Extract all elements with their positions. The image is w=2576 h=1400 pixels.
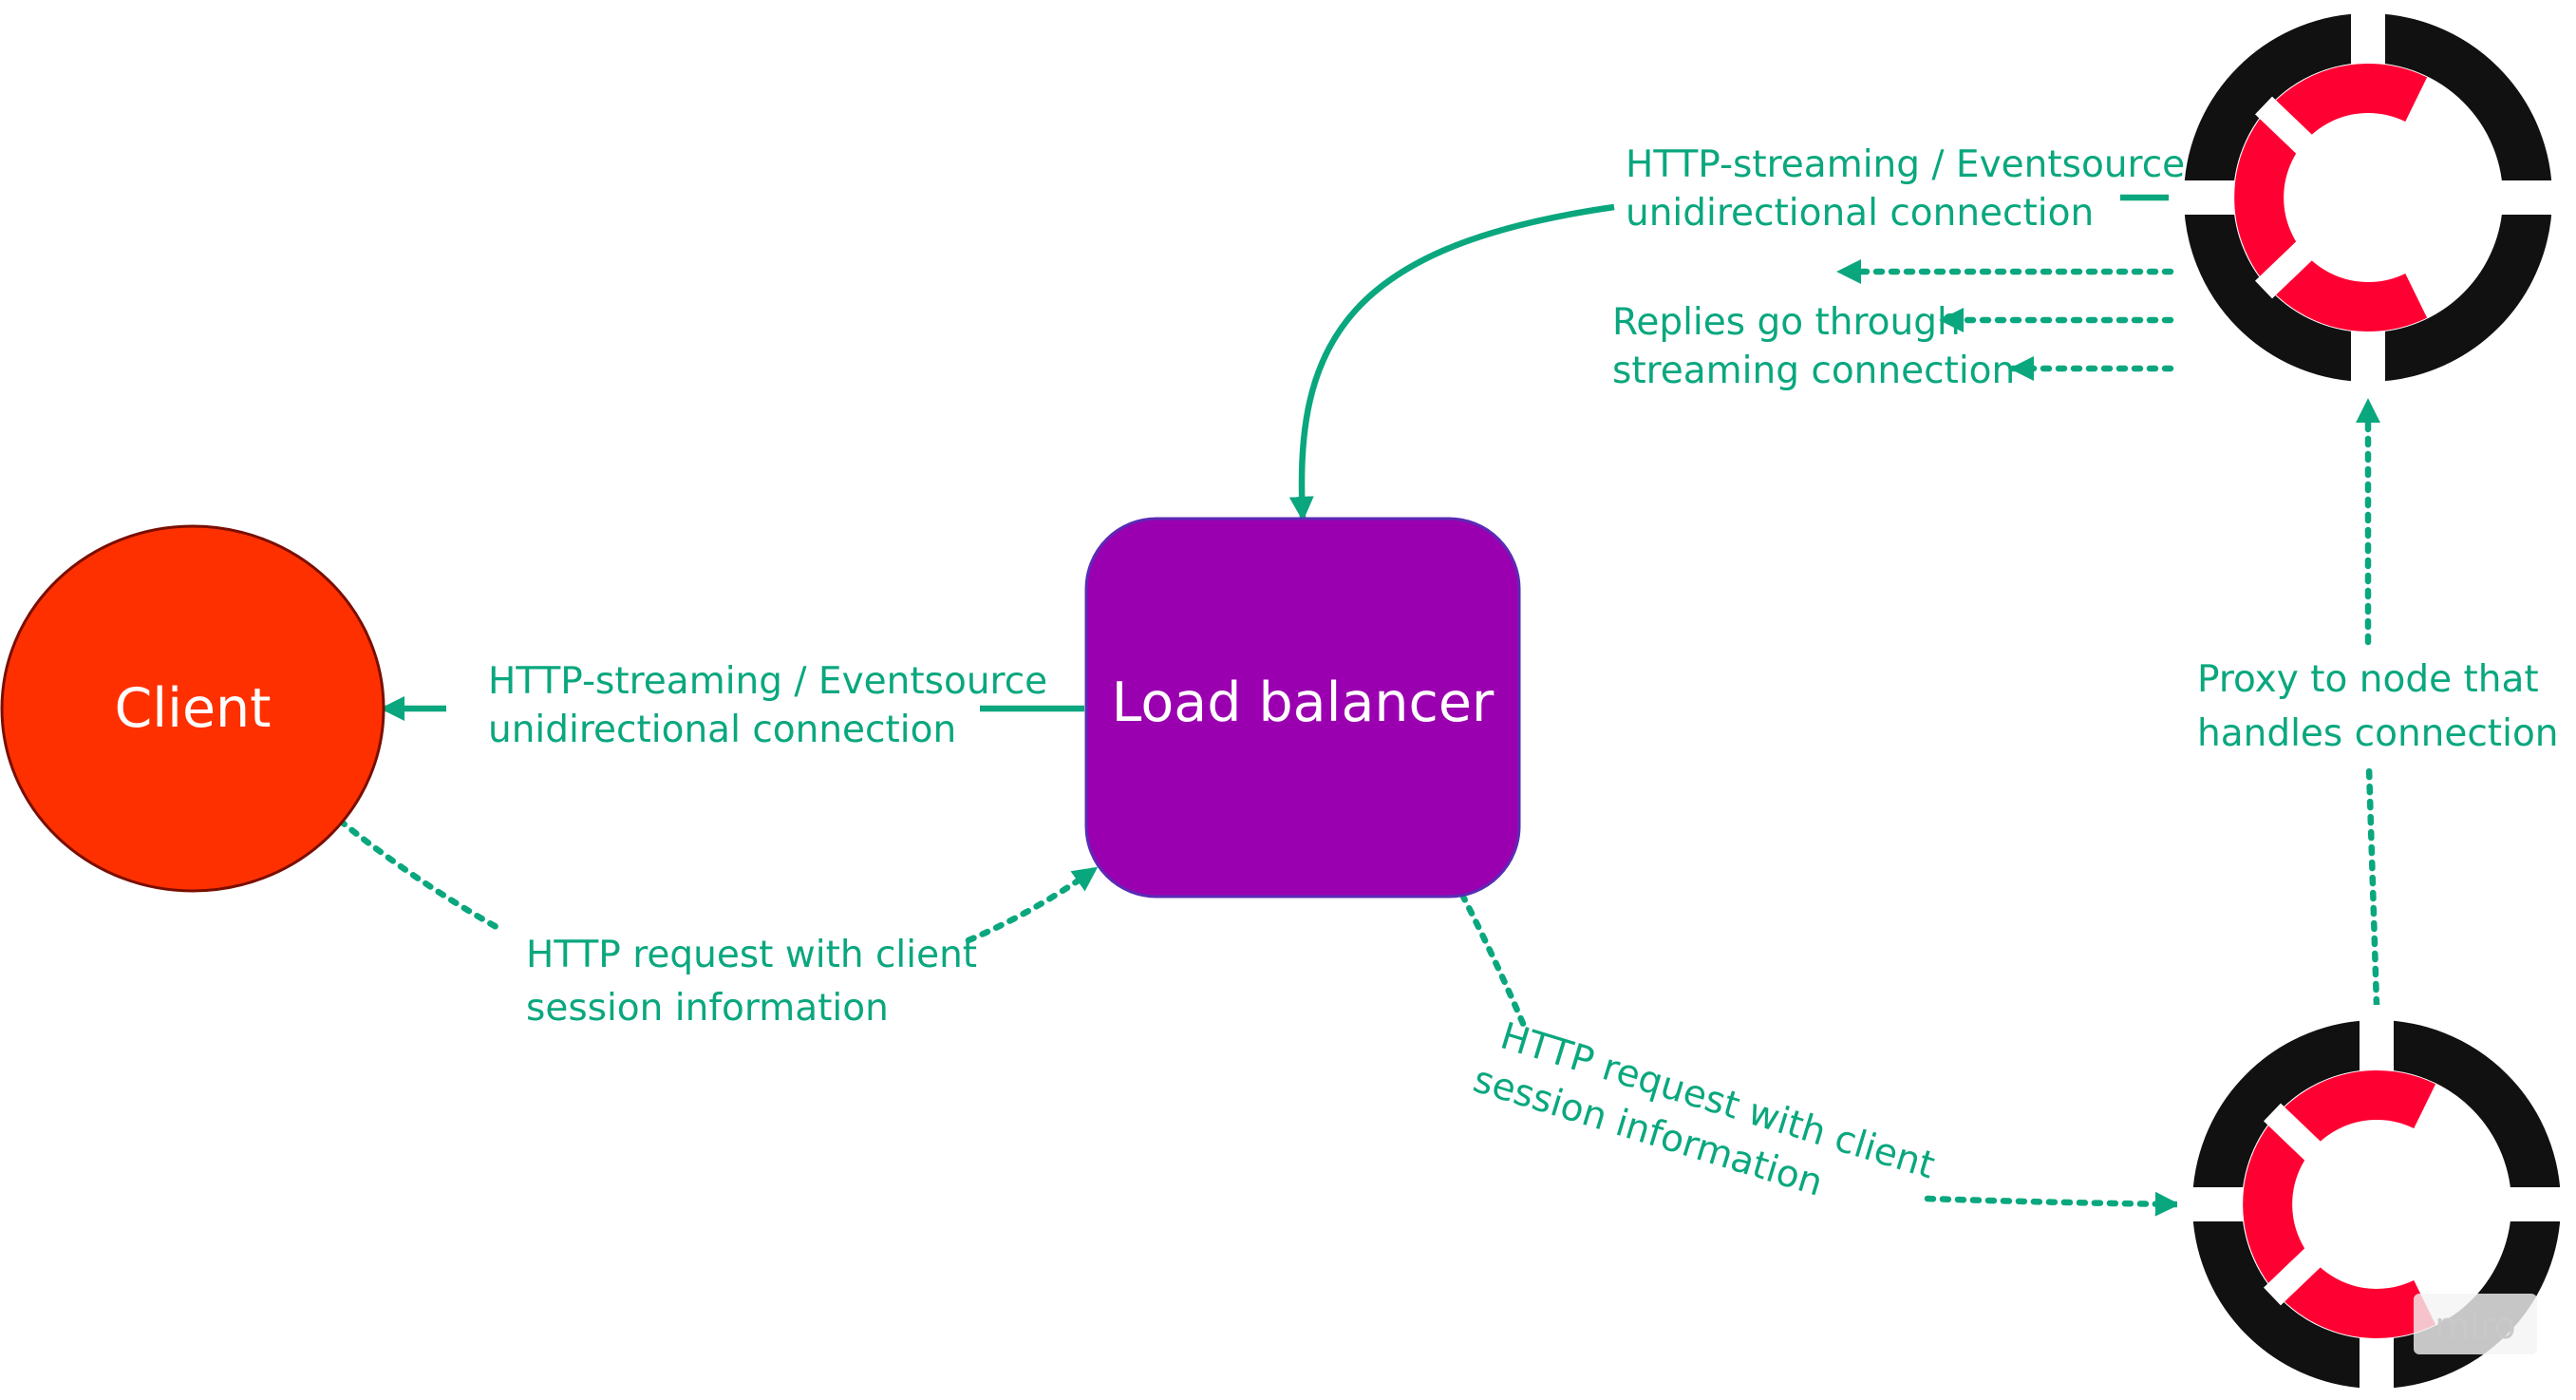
replies-label: Replies go through streaming connection [1612, 301, 2015, 392]
label-line: HTTP request with client [526, 934, 977, 976]
lb-to-bottom-node-arrow [1924, 1191, 2180, 1217]
label-line: unidirectional connection [1626, 192, 2094, 235]
label-line: session information [526, 987, 889, 1030]
client-circle [0, 524, 385, 893]
label-line: Replies go through [1612, 301, 1961, 344]
label-line: streaming connection [1612, 350, 2015, 392]
client-node: Client [0, 524, 385, 893]
crossbar-logo-icon [2169, 0, 2567, 397]
load-balancer-box [1084, 517, 1521, 899]
top-node-to-lb-arrow [1288, 203, 1615, 521]
client-label: Client [114, 677, 271, 740]
lb-to-client-label: HTTP-streaming / Eventsource unidirectio… [488, 660, 1060, 751]
label-line: Proxy to node that [2197, 658, 2539, 701]
load-balancer-label: Load balancer [1112, 672, 1495, 734]
lb-to-bottom-node-dotted-top [1458, 891, 1528, 1030]
proxy-label: Proxy to node that handles connection [2197, 658, 2559, 755]
miro-watermark: miro [2435, 1305, 2516, 1347]
label-line: unidirectional connection [488, 709, 956, 751]
lb-to-bottom-node-label: HTTP request with client session informa… [1468, 1011, 1950, 1238]
client-to-lb-dotted-left [336, 817, 507, 935]
proxy-connector-lower [2365, 764, 2380, 1009]
svg-text:HTTP request with client: HTTP request with client session informa… [1468, 1011, 1950, 1238]
label-line: HTTP-streaming / Eventsource [488, 660, 1047, 703]
client-to-lb-label: HTTP request with client session informa… [526, 934, 989, 1030]
label-line: HTTP-streaming / Eventsource [1626, 143, 2185, 186]
client-to-lb-arrow [965, 865, 1099, 944]
watermark-background [2414, 1294, 2537, 1354]
load-balancer-node: Load balancer [1084, 517, 1521, 899]
top-node-to-lb-label: HTTP-streaming / Eventsource unidirectio… [1626, 143, 2197, 235]
label-line: handles connection [2197, 712, 2559, 755]
